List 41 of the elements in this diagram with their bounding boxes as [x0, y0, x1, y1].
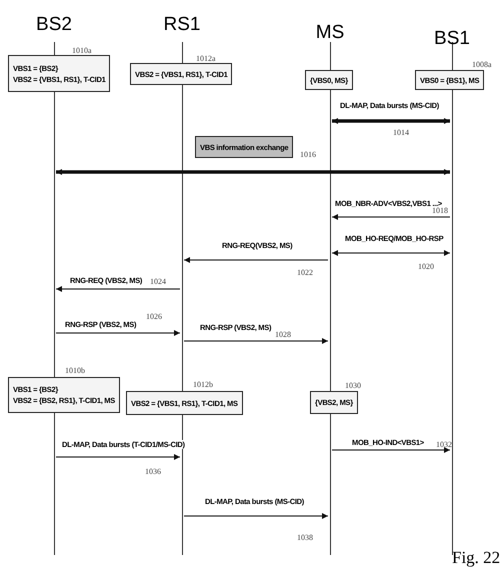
reference-number: 1038: [297, 533, 313, 542]
message-arrow: [184, 257, 328, 263]
reference-number: 1024: [150, 277, 166, 286]
lifeline-header: BS1: [433, 28, 471, 50]
lifeline-header: RS1: [162, 14, 202, 36]
message-arrow: [332, 118, 450, 124]
reference-number: 1030: [345, 381, 361, 390]
message-arrow: [56, 454, 180, 460]
message-arrow: [332, 214, 450, 220]
reference-number: 1028: [275, 330, 291, 339]
state-box: [310, 391, 358, 414]
reference-number: 1012a: [196, 54, 216, 63]
state-box: [130, 63, 232, 85]
reference-number: 1018: [432, 206, 448, 215]
state-box: [415, 70, 484, 90]
message-arrow: [184, 513, 328, 519]
message-arrow: [332, 250, 450, 256]
reference-number: 1008a: [472, 60, 492, 69]
state-box: [305, 70, 353, 90]
reference-number: 1010b: [65, 366, 85, 375]
message-arrow: [332, 447, 450, 453]
shaded-box: [195, 136, 294, 158]
message-arrow: [184, 338, 328, 344]
message-arrow: [56, 169, 450, 175]
lifeline-header: BS2: [35, 14, 73, 36]
message-arrow: [56, 286, 180, 292]
reference-number: 1036: [145, 467, 161, 476]
figure-caption: Fig. 22: [452, 548, 500, 568]
reference-number: 1022: [297, 268, 313, 277]
reference-number: 1032: [436, 440, 452, 449]
state-box: [8, 55, 110, 92]
lifeline-header: MS: [314, 22, 346, 44]
reference-number: 1014: [393, 128, 409, 137]
reference-number: 1010a: [72, 46, 92, 55]
state-box: [8, 377, 120, 413]
reference-number: 1020: [418, 262, 434, 271]
reference-number: 1016: [300, 150, 316, 159]
reference-number: 1012b: [193, 380, 213, 389]
state-box: [126, 391, 243, 415]
reference-number: 1026: [146, 312, 162, 321]
message-arrow: [56, 330, 180, 336]
